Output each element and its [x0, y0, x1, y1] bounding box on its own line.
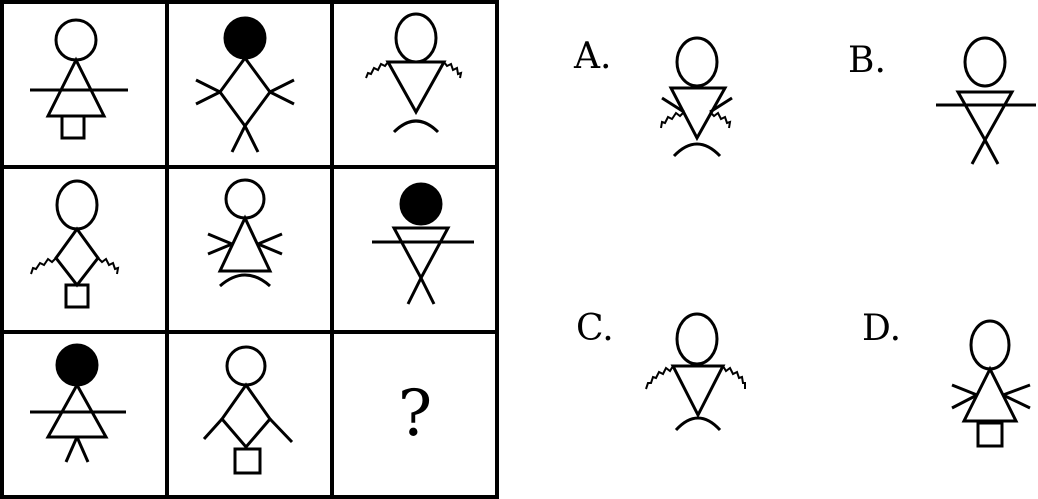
- puzzle-grid: [0, 0, 499, 499]
- missing-figure-question-mark: ?: [398, 377, 432, 451]
- option-c-figure[interactable]: [645, 312, 746, 432]
- option-d-label: D.: [862, 308, 901, 349]
- figure-r3c2: [202, 345, 294, 475]
- figure-r1c3: [365, 12, 463, 134]
- figure-r3c1: [30, 343, 126, 463]
- option-c-label: C.: [576, 308, 614, 349]
- option-b-label: B.: [848, 40, 886, 81]
- figure-r2c3: [372, 182, 474, 305]
- figure-r1c2: [195, 16, 295, 153]
- option-a-label: A.: [573, 36, 611, 77]
- option-a-figure[interactable]: [660, 36, 733, 158]
- figure-r1c1: [30, 18, 128, 140]
- figure-r2c2: [207, 178, 283, 288]
- option-b-figure[interactable]: [936, 36, 1036, 165]
- option-d-figure[interactable]: [951, 319, 1031, 448]
- figure-r2c1: [30, 179, 120, 309]
